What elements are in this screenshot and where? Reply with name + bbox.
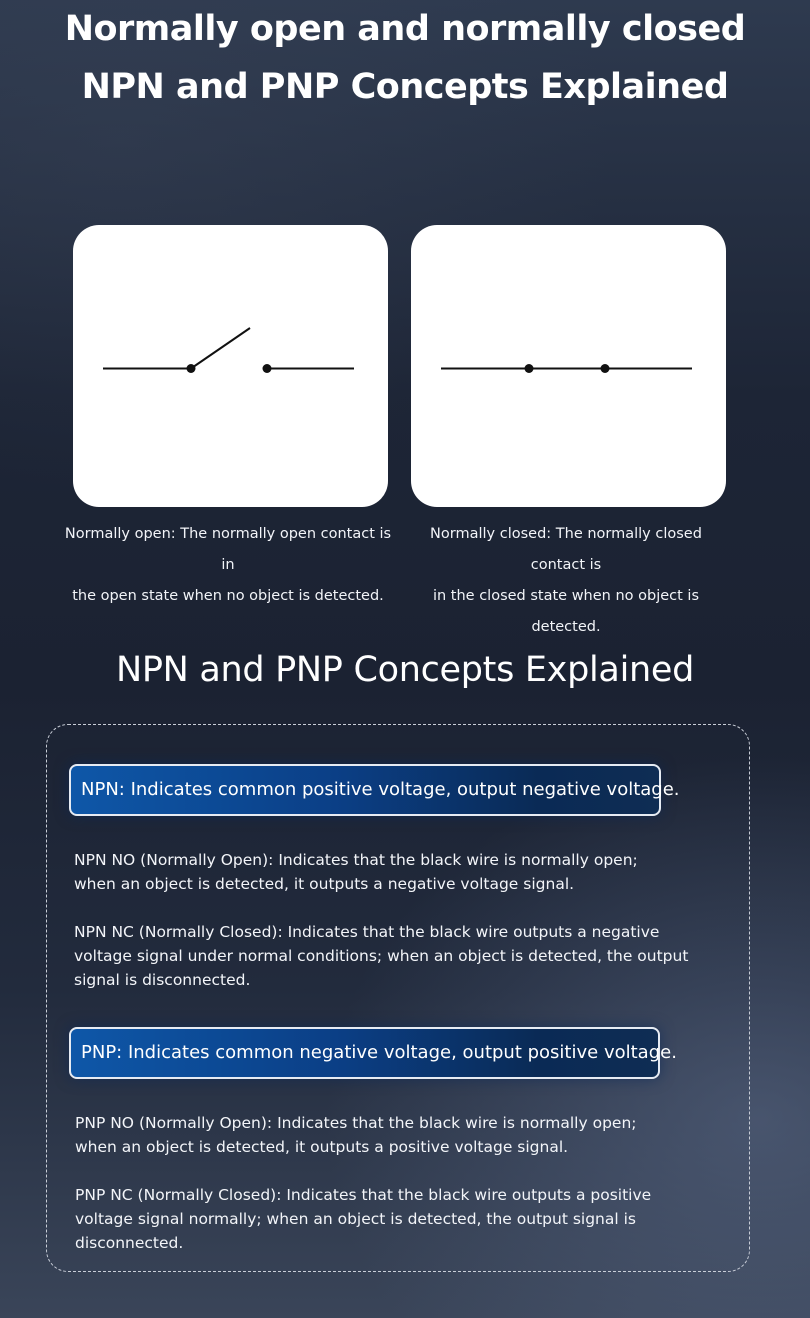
closed-right-contact-dot [600,364,610,373]
open-switch-lever [190,327,251,370]
pnp-banner: PNP: Indicates common negative voltage, … [69,1027,677,1079]
normally-closed-caption-line-1: Normally closed: The normally closed con… [430,526,702,573]
normally-open-caption-line-2: the open state when no object is detecte… [72,588,384,604]
page-title-line-1: Normally open and normally closed [64,9,746,49]
page-title-line-2: NPN and PNP Concepts Explained [81,67,729,107]
pnp-nc-description: PNP NC (Normally Closed): Indicates that… [75,1186,652,1252]
npn-no-description: NPN NO (Normally Open): Indicates that t… [74,851,638,893]
normally-closed-diagram-card [411,225,726,507]
npn-banner: NPN: Indicates common positive voltage, … [69,764,680,816]
normally-open-caption: Normally open: The normally open contact… [63,519,393,612]
closed-left-contact-dot [524,364,534,373]
section-title: NPN and PNP Concepts Explained [115,650,695,690]
npn-pnp-explanation-box [46,724,750,1272]
npn-nc-description: NPN NC (Normally Closed): Indicates that… [74,923,689,989]
open-left-contact-dot [186,364,196,373]
pnp-no-description: PNP NO (Normally Open): Indicates that t… [75,1114,637,1156]
normally-closed-caption-line-2: in the closed state when no object is de… [432,588,700,635]
normally-open-switch-diagram [103,327,354,373]
normally-closed-switch-diagram [441,364,692,373]
normally-open-diagram-card [73,225,388,507]
normally-open-caption-line-1: Normally open: The normally open contact… [64,526,392,573]
normally-closed-caption: Normally closed: The normally closed con… [401,519,731,643]
